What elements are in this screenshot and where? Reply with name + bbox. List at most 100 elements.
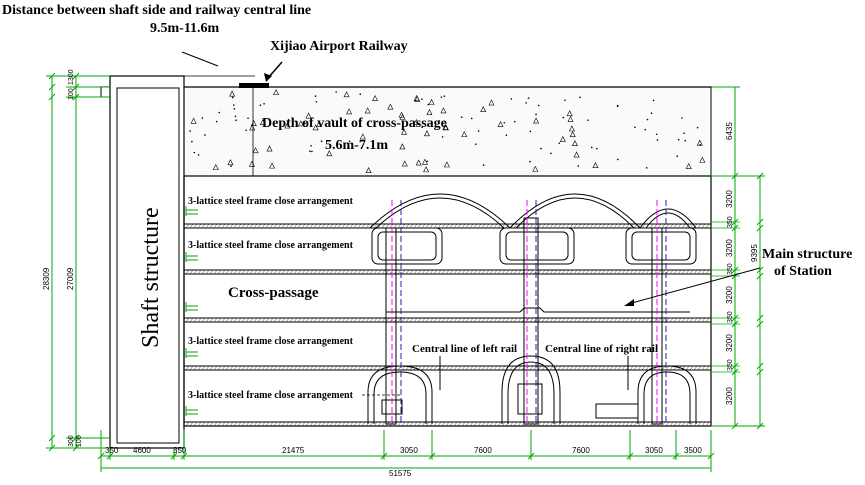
slab-hatch	[285, 421, 290, 427]
slab-hatch	[461, 421, 466, 427]
slab-hatch	[401, 421, 406, 427]
slab-hatch	[501, 269, 506, 275]
slab-hatch	[265, 269, 270, 275]
soil-mark	[676, 155, 678, 158]
slab-hatch	[401, 223, 406, 229]
dim-tick	[731, 314, 739, 322]
slab-hatch	[605, 365, 610, 371]
slab-hatch	[485, 269, 490, 275]
slab-hatch	[377, 365, 382, 371]
slab-hatch	[301, 223, 306, 229]
slab-hatch	[221, 317, 226, 323]
slab-hatch	[565, 365, 570, 371]
soil-mark	[316, 120, 323, 127]
slab-hatch	[493, 317, 498, 323]
soil-mark	[696, 126, 699, 129]
dim-tick	[48, 93, 56, 101]
slab-hatch	[253, 365, 258, 371]
main-structure-arrow-head	[624, 299, 634, 306]
soil-mark	[284, 122, 291, 129]
slab-hatch	[673, 223, 678, 229]
slab-hatch	[657, 269, 662, 275]
dim-bottom-4: 3050	[400, 446, 418, 455]
slab-hatch	[189, 269, 194, 275]
slab-hatch	[529, 317, 534, 323]
soil-mark	[215, 120, 218, 123]
slab-hatch	[589, 269, 594, 275]
slab-hatch	[657, 317, 662, 323]
slab-hatch	[617, 317, 622, 323]
slab-hatch	[529, 223, 534, 229]
dim-right-row-7: 350	[727, 359, 734, 371]
slab-hatch	[501, 223, 506, 229]
slab-hatch	[329, 223, 334, 229]
slab-hatch	[209, 223, 214, 229]
layer-label-1: 3-lattice steel frame close arrangement	[188, 240, 354, 251]
slab-hatch	[689, 269, 694, 275]
soil-mark	[681, 117, 683, 119]
soil-mark	[564, 99, 566, 102]
soil-mark	[399, 113, 406, 120]
soil-mark	[343, 91, 350, 98]
slab-hatch	[193, 365, 198, 371]
slab-hatch	[465, 365, 470, 371]
soil-mark	[365, 167, 372, 173]
soil-mark	[364, 107, 371, 114]
dim-bottom-1: 4600	[133, 446, 151, 455]
slab-hatch	[237, 421, 242, 427]
slab-hatch	[289, 365, 294, 371]
soil-mark	[250, 120, 257, 127]
lower-tunnels	[367, 355, 697, 424]
slab-hatch	[245, 269, 250, 275]
soil-mark	[505, 134, 508, 137]
slab-hatch	[673, 421, 678, 427]
slab-hatch	[361, 317, 366, 323]
slab-hatch	[705, 223, 710, 229]
vault-arches	[369, 193, 697, 229]
slab-hatch	[461, 365, 466, 371]
slab-hatch	[633, 317, 638, 323]
slab-hatch	[329, 365, 334, 371]
slab-hatch	[697, 269, 702, 275]
slab-hatch	[473, 269, 478, 275]
slab-hatch	[621, 317, 626, 323]
slab-hatch	[449, 269, 454, 275]
soil-mark	[423, 166, 430, 173]
slab-hatch	[357, 269, 362, 275]
slab-hatch	[313, 269, 318, 275]
soil-hatch	[189, 89, 706, 173]
slab-hatch	[465, 223, 470, 229]
slab-hatch	[613, 317, 618, 323]
slab-hatch	[333, 223, 338, 229]
slab-hatch	[445, 365, 450, 371]
soil-mark	[442, 124, 449, 131]
slab-hatch	[549, 421, 554, 427]
dim-tick	[48, 72, 56, 80]
dim-tick	[731, 362, 739, 370]
soil-mark	[562, 116, 565, 119]
railway-arrow-head	[264, 73, 272, 82]
slab-hatch	[337, 223, 342, 229]
slab-hatch	[437, 317, 442, 323]
dim-right-row-8: 3200	[725, 387, 734, 405]
slab-hatch	[505, 317, 510, 323]
slab-hatch	[273, 365, 278, 371]
slab-hatch	[421, 365, 426, 371]
slab-hatch	[269, 365, 274, 371]
slab-hatch	[201, 223, 206, 229]
slab-hatch	[213, 223, 218, 229]
bottom-dimensions: 350 4600 350 21475 3050 7600 7600 3050 3…	[105, 446, 702, 478]
slab-hatch	[629, 317, 634, 323]
slab-hatch	[229, 317, 234, 323]
slab-flags	[185, 206, 198, 416]
slab-hatch	[313, 223, 318, 229]
slab-hatch	[253, 269, 258, 275]
slab-hatch	[597, 269, 602, 275]
slab-hatch	[637, 317, 642, 323]
slab-hatch	[317, 365, 322, 371]
slab-hatch	[677, 421, 682, 427]
slab-hatch	[569, 421, 574, 427]
left-rail-label: Central line of left rail	[412, 343, 517, 355]
slab-hatch	[565, 223, 570, 229]
soil-mark	[568, 125, 575, 132]
